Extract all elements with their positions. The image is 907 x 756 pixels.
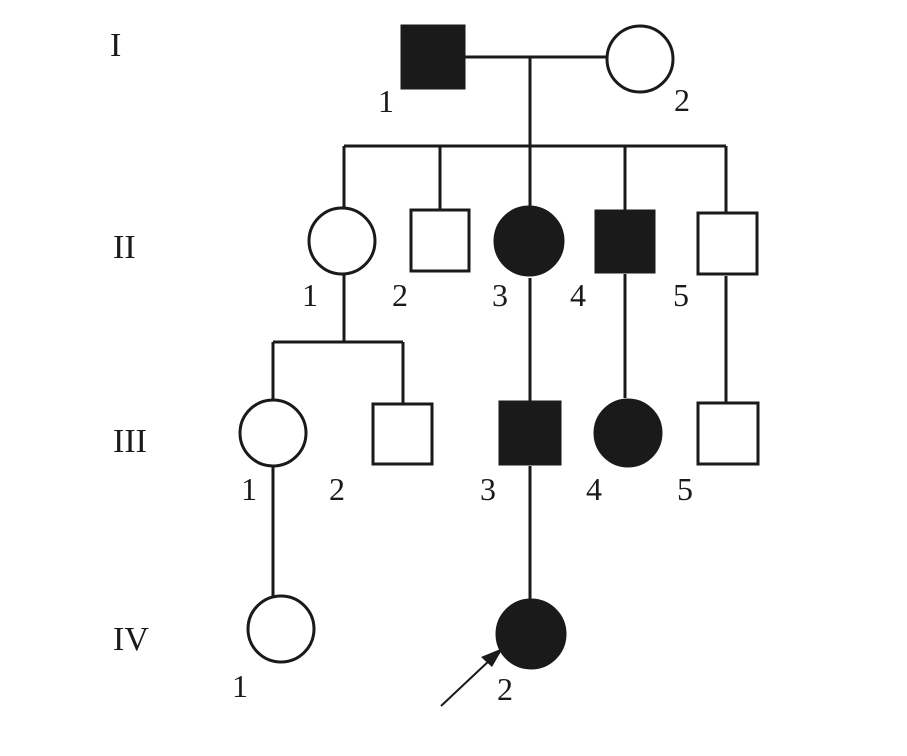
individual-label-III-5: 5 (677, 471, 693, 507)
individual-label-III-1: 1 (241, 471, 257, 507)
individuals (238, 24, 760, 670)
individual-II-3 (493, 205, 565, 277)
individual-label-II-4: 4 (570, 277, 586, 313)
individual-label-II-3: 3 (492, 277, 508, 313)
pedigree-lines (271, 55, 728, 601)
individual-II-5 (696, 211, 759, 276)
proband-arrow (440, 648, 503, 707)
individual-label-II-1: 1 (302, 277, 318, 313)
individual-label-II-2: 2 (392, 277, 408, 313)
individual-label-I-1: 1 (378, 83, 394, 119)
proband-arrow-head (481, 648, 503, 667)
individual-II-4 (594, 209, 656, 274)
individual-label-III-4: 4 (586, 471, 602, 507)
individual-label-III-3: 3 (480, 471, 496, 507)
individual-III-2 (371, 402, 434, 466)
individual-II-2 (409, 208, 471, 273)
individual-IV-1 (246, 594, 316, 664)
individual-labels: 1 2 1 2 3 4 5 1 2 3 4 5 1 2 (232, 82, 693, 707)
generation-labels: I II III IV (110, 27, 149, 658)
individual-label-IV-2: 2 (497, 671, 513, 707)
individual-label-III-2: 2 (329, 471, 345, 507)
individual-I-2 (605, 24, 675, 94)
individual-label-II-5: 5 (673, 277, 689, 313)
individual-III-4 (593, 398, 663, 468)
generation-label-I: I (110, 27, 121, 64)
individual-II-1 (307, 206, 377, 276)
proband-arrow-shaft (440, 658, 492, 707)
generation-label-II: II (113, 229, 136, 266)
individual-label-IV-1: 1 (232, 668, 248, 704)
generation-label-IV: IV (113, 621, 149, 658)
individual-III-1 (238, 398, 308, 468)
individual-III-5 (696, 401, 760, 466)
individual-IV-2 (495, 598, 567, 670)
individual-label-I-2: 2 (674, 82, 690, 118)
individual-I-1 (400, 24, 466, 90)
individual-III-3 (498, 400, 562, 466)
generation-label-III: III (113, 423, 147, 460)
